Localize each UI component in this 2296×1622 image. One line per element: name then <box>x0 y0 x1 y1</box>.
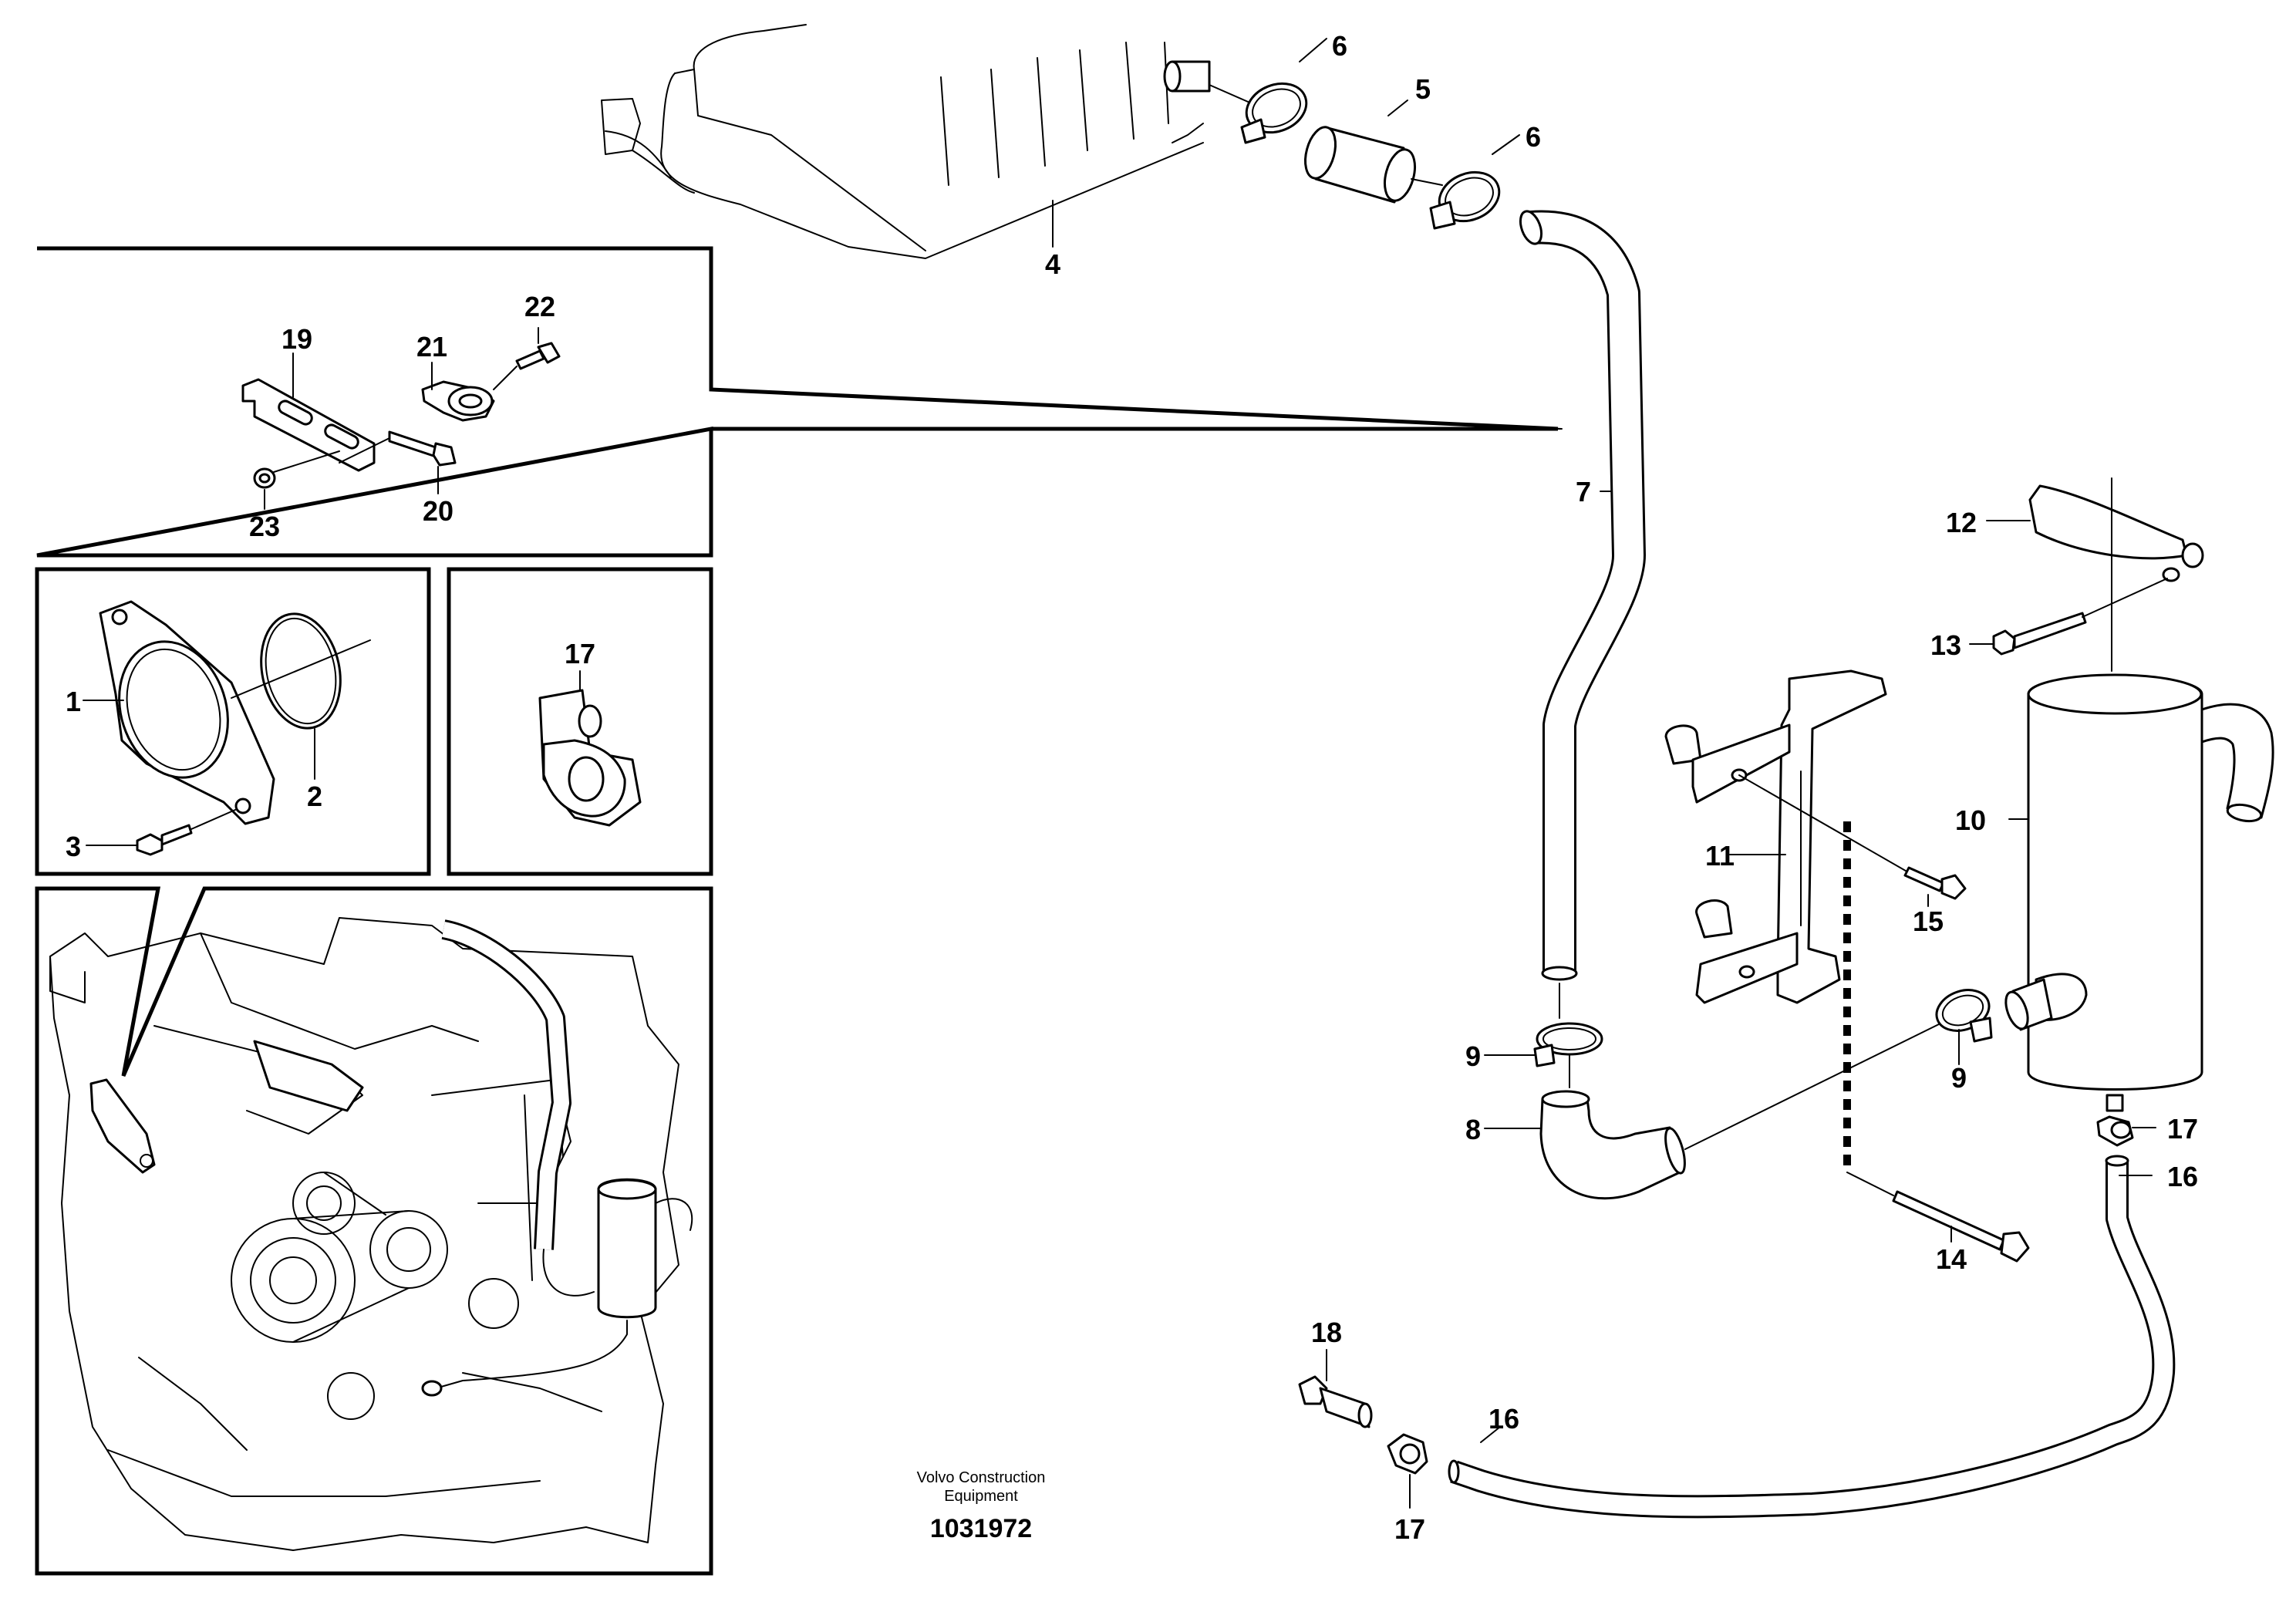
bolt-14 <box>1846 1172 2030 1263</box>
callout-17c: 17 <box>1394 1513 1425 1545</box>
caption-company-line2: Equipment <box>944 1488 1018 1505</box>
detail-frame-bracket <box>36 246 1563 558</box>
hose-clamp-9a <box>1484 1022 1603 1088</box>
callout-23: 23 <box>249 511 280 542</box>
clip-detail <box>538 670 642 827</box>
hose-sleeve-5 <box>1304 99 1416 204</box>
callout-22: 22 <box>524 291 555 322</box>
callout-7: 7 <box>1576 476 1591 508</box>
callout-21: 21 <box>416 331 447 363</box>
callout-5: 5 <box>1415 73 1431 105</box>
gasket-detail <box>83 600 371 856</box>
callout-4: 4 <box>1045 248 1060 280</box>
drawing-caption: Volvo Construction Equipment 1031972 <box>917 1469 1046 1543</box>
callout-17b: 17 <box>2167 1113 2198 1145</box>
bolt-20 <box>339 430 457 494</box>
caption-company-line1: Volvo Construction <box>917 1469 1046 1486</box>
oil-separator-10 <box>2004 673 2274 1112</box>
callout-11: 11 <box>1705 840 1735 872</box>
nut-23 <box>253 450 340 510</box>
callout-6a: 6 <box>1332 30 1347 62</box>
callout-6b: 6 <box>1526 121 1541 153</box>
hose-clip-17b <box>1387 1433 1428 1509</box>
pipe-fitting <box>1163 38 1520 230</box>
detail-frame-clip <box>447 567 713 876</box>
o-ring-2 <box>231 612 371 780</box>
drain-hose-16 <box>1448 1155 2176 1519</box>
callout-18: 18 <box>1311 1317 1342 1348</box>
callout-14: 14 <box>1936 1243 1967 1275</box>
valve-cover-4 <box>601 24 1204 259</box>
hose-clamp-6a <box>1240 38 1327 144</box>
callout-19: 19 <box>282 323 312 355</box>
callout-10: 10 <box>1955 804 1986 836</box>
callout-13: 13 <box>1930 629 1961 661</box>
callout-17a: 17 <box>565 638 595 669</box>
clamp-21 <box>421 362 495 422</box>
callout-15: 15 <box>1913 905 1944 937</box>
hose-clamp-6b <box>1429 134 1520 230</box>
callout-3: 3 <box>66 831 81 862</box>
callout-16b: 16 <box>1489 1403 1519 1435</box>
detail-frame-gasket <box>35 567 431 876</box>
mounting-bracket-11 <box>1664 669 1921 1172</box>
drawing-number: 1031972 <box>930 1514 1032 1543</box>
bolt-15 <box>1903 866 1967 907</box>
bolt-13 <box>1969 578 2168 656</box>
elbow-hose-8 <box>1484 1021 1944 1200</box>
hose-clip-17a <box>2096 1115 2156 1147</box>
callout-1: 1 <box>66 686 81 717</box>
engine-overview <box>49 917 693 1551</box>
breather-pipe-7 <box>1519 210 1646 1019</box>
bracket-19 <box>241 352 376 472</box>
callout-9a: 9 <box>1465 1040 1481 1072</box>
band-clamp-12 <box>1986 477 2204 672</box>
callout-20: 20 <box>423 495 453 527</box>
callout-12: 12 <box>1946 507 1977 538</box>
overview-frame <box>35 886 713 1576</box>
callout-labels: 1 2 3 4 5 6 6 7 8 9 9 10 11 12 13 14 15 … <box>66 30 2198 1545</box>
flange-1 <box>99 600 275 825</box>
callout-2: 2 <box>307 781 322 812</box>
callout-16a: 16 <box>2167 1161 2198 1192</box>
drain-fitting-18 <box>1298 1349 1373 1428</box>
bolt-3 <box>86 809 236 856</box>
callout-8: 8 <box>1465 1114 1481 1145</box>
hose-clamp-9b <box>1935 989 1993 1065</box>
bracket-detail <box>241 327 561 510</box>
bolt-22 <box>493 327 561 390</box>
callout-9b: 9 <box>1951 1062 1967 1094</box>
